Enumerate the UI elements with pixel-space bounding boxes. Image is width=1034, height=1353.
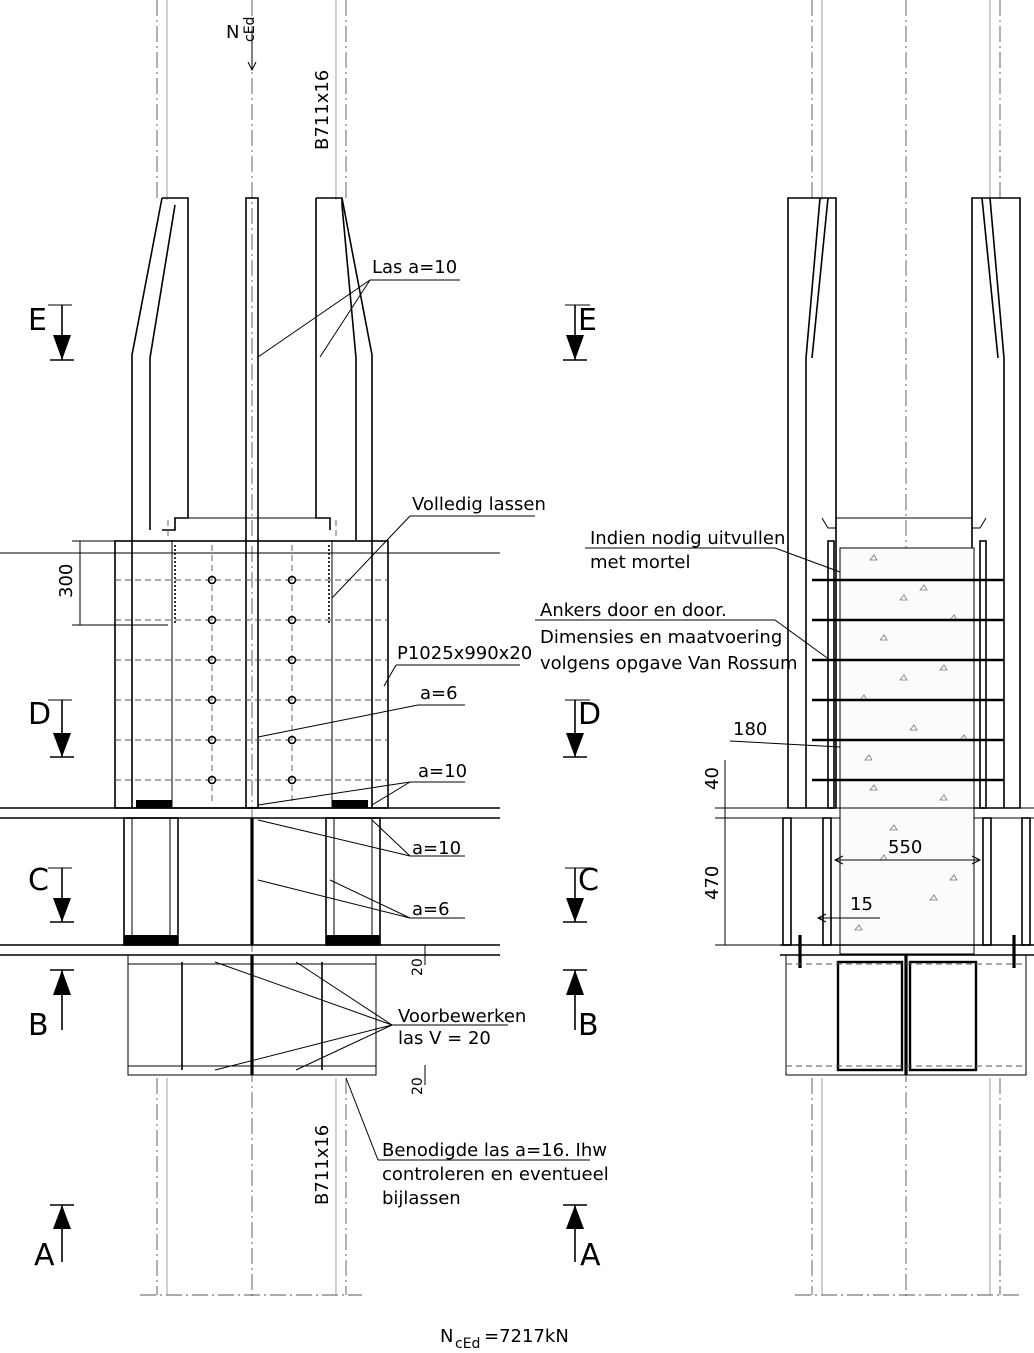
section-marker-B-right: B <box>563 969 599 1043</box>
ankers-line2: Dimensies en maatvoering <box>540 627 782 648</box>
anchor-lines-left <box>115 545 388 805</box>
svg-text:A: A <box>34 1238 55 1273</box>
top-load-symbol: N <box>226 22 239 43</box>
profile-top-label: B711x16 <box>312 70 333 150</box>
svg-text:cEd: cEd <box>455 1336 480 1352</box>
dim-20-upper: 20 <box>410 958 426 976</box>
svg-text:N: N <box>440 1326 453 1347</box>
section-marker-A-right: A <box>563 1204 601 1273</box>
anchors-right <box>812 578 1004 782</box>
ankers-line1: Ankers door en door. <box>540 600 727 621</box>
weld-a10-label: a=10 <box>418 761 467 782</box>
section-marker-C-left: C <box>28 863 74 923</box>
dim-180-label: 180 <box>733 719 767 740</box>
section-marker-D-right: D <box>563 697 601 758</box>
profile-bottom-label: B711x16 <box>312 1125 333 1205</box>
ankers-line3: volgens opgave Van Rossum <box>540 653 798 674</box>
svg-text:A: A <box>580 1238 601 1273</box>
section-marker-E-right: E <box>563 303 597 361</box>
bottom-load-label: N cEd =7217kN <box>440 1326 569 1352</box>
weld-a6b-label: a=6 <box>412 899 450 920</box>
section-marker-D-left: D <box>28 697 74 758</box>
dim-470-label: 470 <box>702 866 723 900</box>
plate-label: P1025x990x20 <box>397 643 532 664</box>
section-marker-B-left: B <box>28 969 74 1043</box>
dim-300-label: 300 <box>56 564 77 598</box>
dim-550-label: 550 <box>888 837 922 858</box>
benodigde-line3: bijlassen <box>382 1188 461 1209</box>
dim-15-label: 15 <box>850 894 873 915</box>
weld-a10b-label: a=10 <box>412 838 461 859</box>
svg-text:=7217kN: =7217kN <box>484 1326 569 1347</box>
volledig-label: Volledig lassen <box>412 494 546 515</box>
svg-text:E: E <box>28 303 47 338</box>
svg-text:C: C <box>28 863 49 898</box>
svg-text:B: B <box>28 1008 49 1043</box>
voorbewerken-line2: las V = 20 <box>398 1028 491 1049</box>
weld-a6-label: a=6 <box>420 683 458 704</box>
indien-line1: Indien nodig uitvullen <box>590 528 785 549</box>
benodigde-line2: controleren en eventueel <box>382 1164 609 1185</box>
mortar-fill <box>839 547 975 955</box>
section-marker-A-left: A <box>34 1204 74 1273</box>
weld-las-label: Las a=10 <box>372 257 457 278</box>
right-elevation: Indien nodig uitvullen met mortel Ankers… <box>535 0 1034 1300</box>
dim-40-label: 40 <box>702 767 723 790</box>
indien-line2: met mortel <box>590 552 690 573</box>
bolt-holes <box>207 575 297 785</box>
top-load-subscript: cEd <box>242 17 258 42</box>
svg-text:C: C <box>578 863 599 898</box>
svg-text:E: E <box>578 303 597 338</box>
benodigde-line1: Benodigde las a=16. Ihw <box>382 1140 607 1161</box>
section-marker-E-left: E <box>28 303 74 361</box>
svg-text:B: B <box>578 1008 599 1043</box>
svg-text:D: D <box>28 697 51 732</box>
left-elevation: 300 20 20 N cEd B711x16 B711x16 Las a=10… <box>0 0 609 1300</box>
svg-text:D: D <box>578 697 601 732</box>
section-marker-C-right: C <box>563 863 599 923</box>
dim-20-lower: 20 <box>410 1077 426 1095</box>
voorbewerken-line1: Voorbewerken <box>398 1006 526 1027</box>
